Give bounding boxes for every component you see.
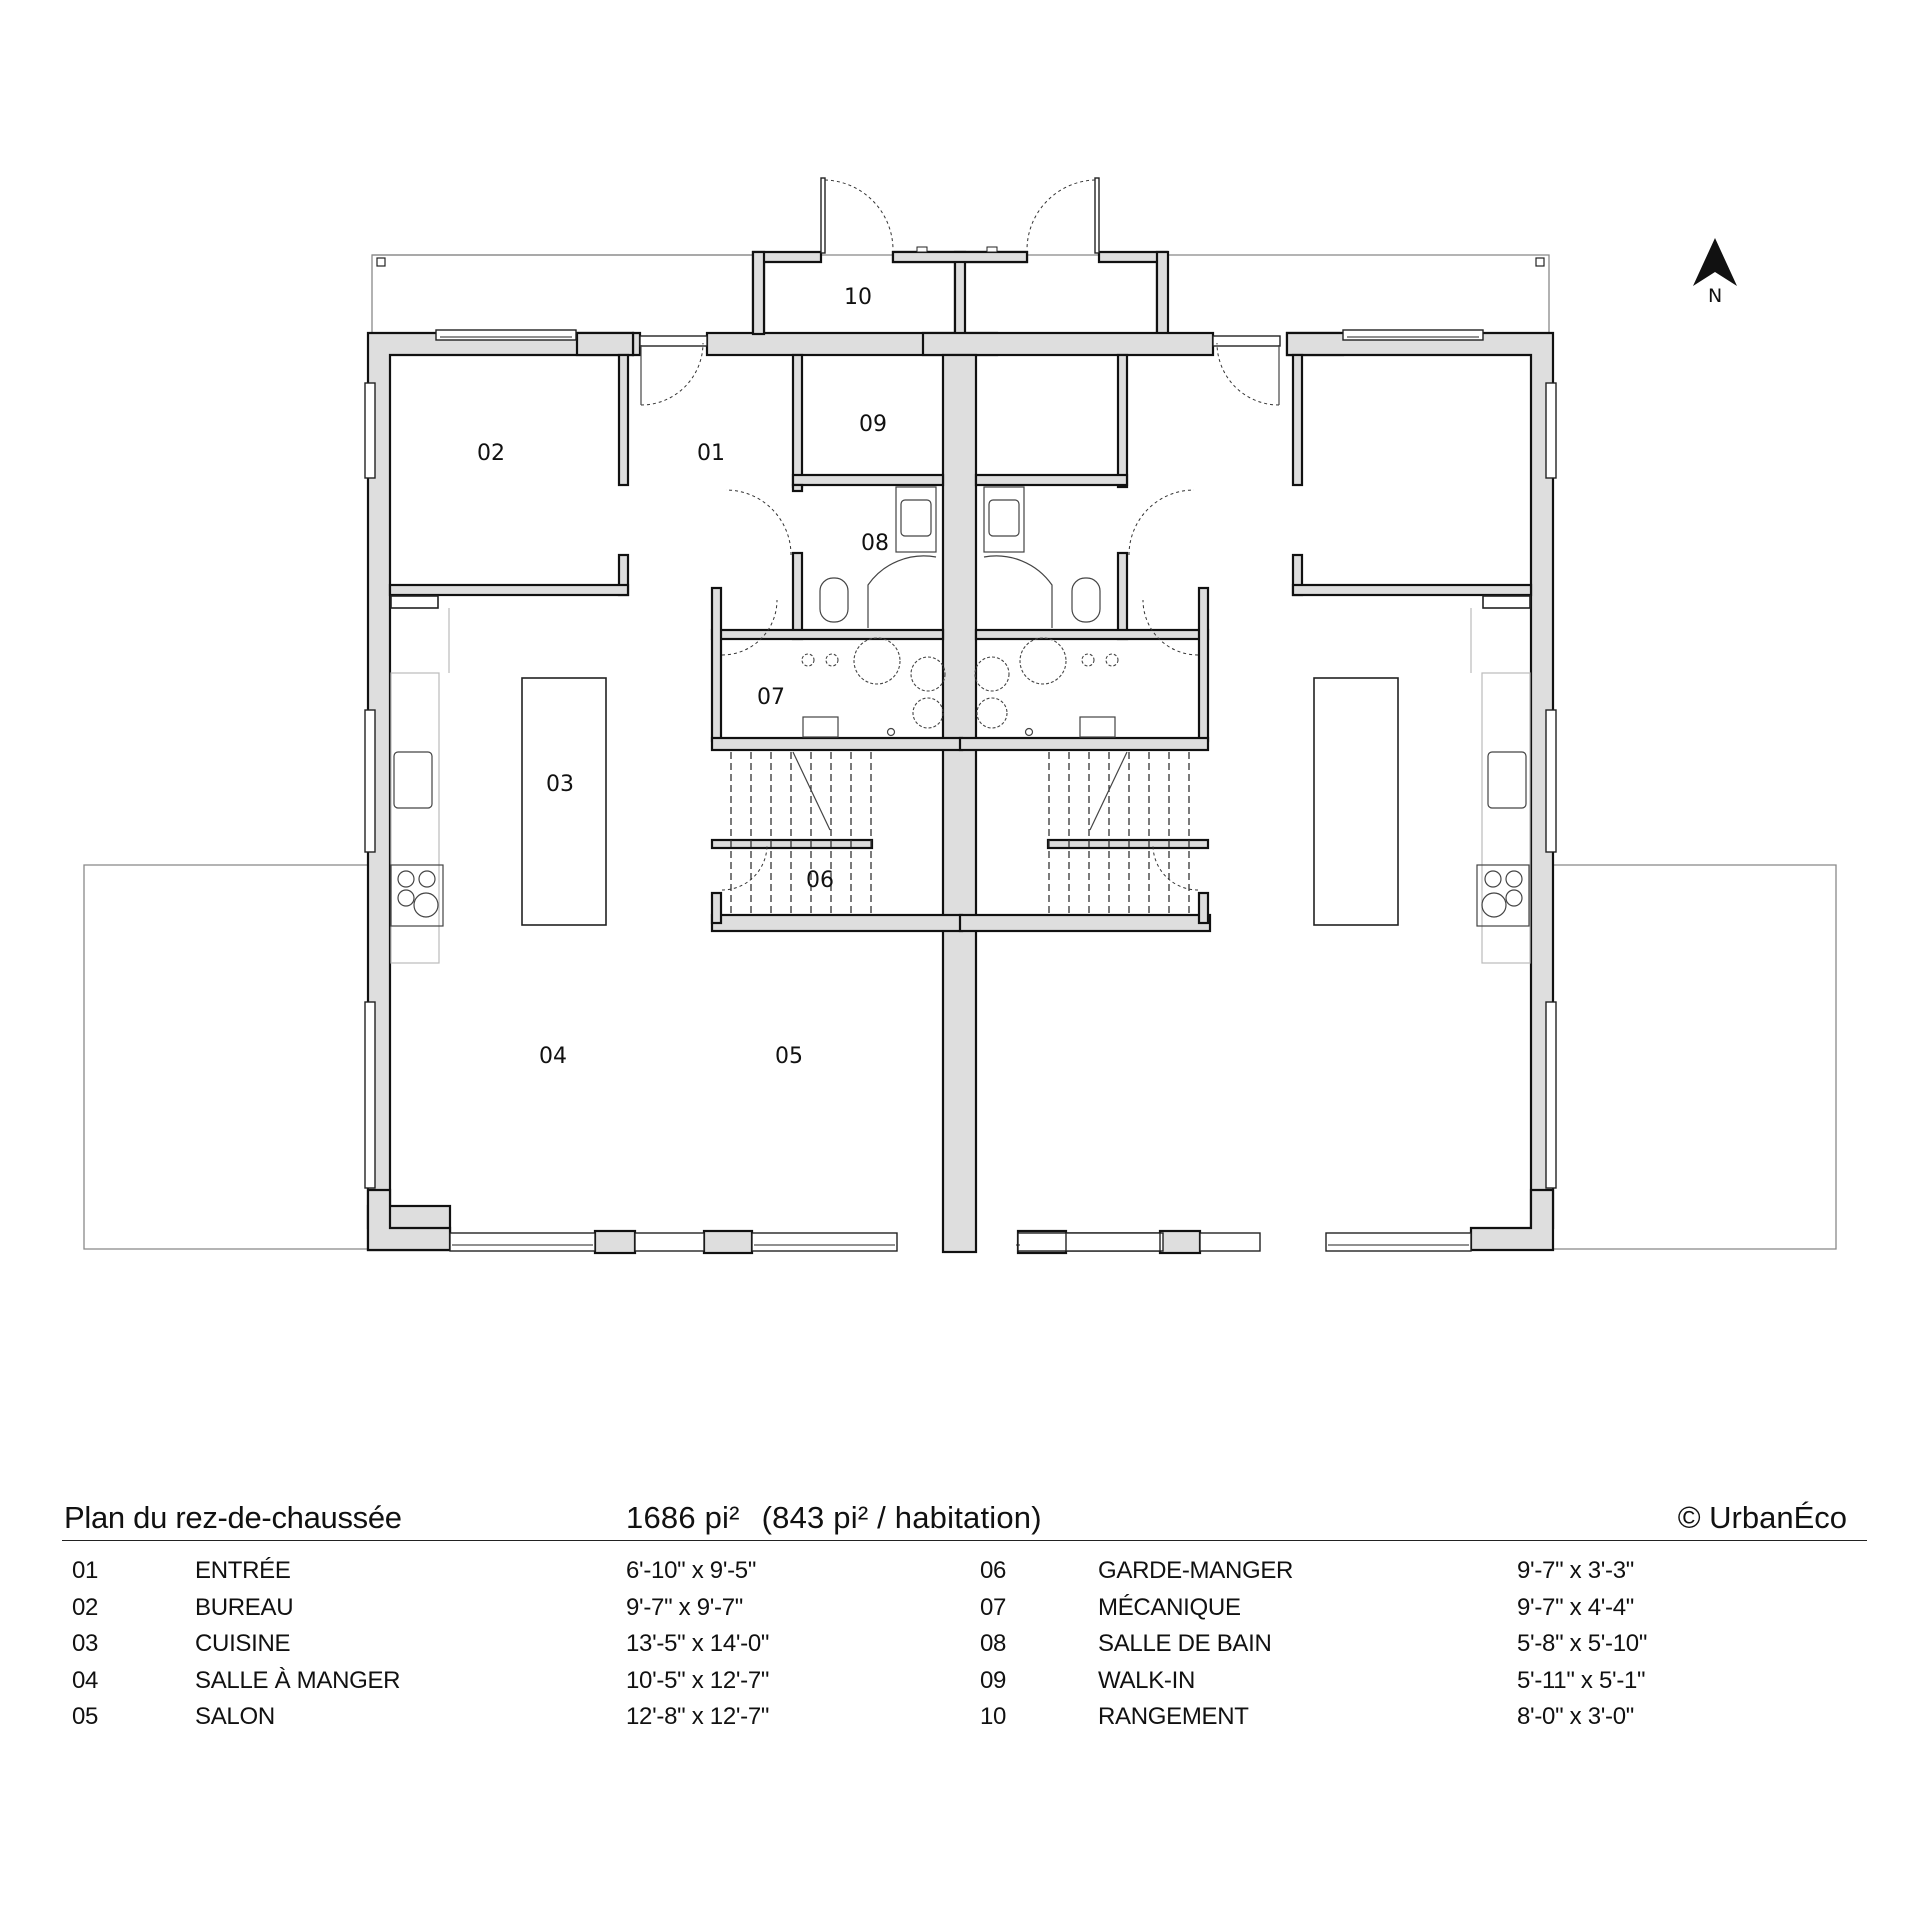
deck-right — [1553, 864, 1837, 1250]
legend-row: 01 ENTRÉE 6'-10" x 9'-5" 06 GARDE-MANGER… — [62, 1557, 1867, 1594]
room-label-06: 06 — [806, 868, 834, 893]
legend-row: 04 SALLE À MANGER 10'-5" x 12'-7" 09 WAL… — [62, 1667, 1867, 1704]
room-dimensions: 9'-7" x 4'-4" — [1517, 1593, 1635, 1621]
room-name: SALLE DE BAIN — [1098, 1630, 1272, 1657]
room-dimensions: 9'-7" x 3'-3" — [1517, 1557, 1635, 1584]
sink-right — [1487, 751, 1527, 809]
mechanical-fixtures — [801, 637, 1119, 738]
interior-walls-left — [388, 353, 964, 925]
legend: Plan du rez-de-chaussée 1686 pi² (843 pi²… — [62, 1490, 1867, 1740]
room-name: ENTRÉE — [195, 1557, 291, 1584]
deck-left — [83, 864, 368, 1250]
room-dimensions: 5'-8" x 5'-10" — [1517, 1630, 1648, 1657]
room-number: 05 — [72, 1703, 99, 1730]
room-number: 07 — [980, 1593, 1007, 1621]
corner-marker-right — [1535, 257, 1545, 267]
room-label-02: 02 — [477, 441, 505, 466]
room-name: RANGEMENT — [1098, 1703, 1249, 1730]
copyright: © UrbanÉco — [1677, 1500, 1847, 1535]
room-number: 10 — [980, 1703, 1007, 1730]
stove-left — [390, 864, 444, 927]
windows-top — [435, 329, 1484, 341]
room-name: CUISINE — [195, 1630, 291, 1657]
legend-row: 05 SALON 12'-8" x 12'-7" 10 RANGEMENT 8'… — [62, 1703, 1867, 1740]
room-label-10: 10 — [844, 285, 872, 310]
room-label-08: 08 — [861, 531, 889, 556]
legend-header: Plan du rez-de-chaussée 1686 pi² (843 pi²… — [62, 1490, 1867, 1541]
room-name: BUREAU — [195, 1593, 294, 1621]
corner-marker-left — [376, 257, 386, 267]
kitchen-island-left — [521, 677, 607, 926]
room-number: 08 — [980, 1630, 1007, 1657]
per-unit-area: (843 pi² / habitation) — [761, 1500, 1042, 1535]
room-dimensions: 6'-10" x 9'-5" — [626, 1557, 757, 1584]
windows-bottom — [449, 1232, 1472, 1252]
room-name: GARDE-MANGER — [1098, 1557, 1294, 1584]
room-dimensions: 8'-0" x 3'-0" — [1517, 1703, 1635, 1730]
room-number: 09 — [980, 1666, 1007, 1694]
room-dimensions: 9'-7" x 9'-7" — [626, 1593, 744, 1621]
kitchen-right — [1313, 595, 1531, 964]
room-label-03: 03 — [546, 772, 574, 797]
exterior-walls — [366, 250, 1555, 1255]
bathroom-fixtures — [819, 486, 1101, 628]
interior-walls-right — [958, 353, 1533, 925]
room-number: 01 — [72, 1557, 99, 1584]
north-arrow-icon — [1693, 238, 1737, 286]
entry-doors — [639, 177, 1281, 406]
room-name: SALLE À MANGER — [195, 1666, 401, 1694]
area-summary: 1686 pi² (843 pi² / habitation) — [626, 1500, 1042, 1536]
room-dimensions: 5'-11" x 5'-1" — [1517, 1666, 1646, 1694]
room-label-09: 09 — [859, 412, 887, 437]
room-dimensions: 13'-5" x 14'-0" — [626, 1630, 770, 1657]
room-dimensions: 10'-5" x 12'-7" — [626, 1666, 770, 1694]
sink-left — [393, 751, 433, 809]
room-name: SALON — [195, 1703, 275, 1730]
room-schedule: 01 ENTRÉE 6'-10" x 9'-5" 06 GARDE-MANGER… — [62, 1557, 1867, 1740]
north-arrow: N — [1693, 238, 1737, 307]
room-labels: 02 01 03 04 05 06 07 08 09 10 — [477, 285, 889, 1069]
kitchen-island-right — [1313, 677, 1399, 926]
stove-right — [1476, 864, 1530, 927]
room-number: 03 — [72, 1630, 99, 1657]
stairs-left — [730, 751, 872, 913]
north-label: N — [1708, 285, 1722, 307]
room-label-01: 01 — [697, 441, 725, 466]
room-number: 04 — [72, 1666, 99, 1694]
floor-plan: 02 01 03 04 05 06 07 08 09 10 N — [83, 177, 1837, 1255]
room-name: MÉCANIQUE — [1098, 1593, 1241, 1621]
room-number: 06 — [980, 1557, 1007, 1584]
room-label-05: 05 — [775, 1044, 803, 1069]
kitchen-left — [390, 595, 607, 964]
room-number: 02 — [72, 1593, 99, 1621]
room-name: WALK-IN — [1098, 1666, 1196, 1694]
room-dimensions: 12'-8" x 12'-7" — [626, 1703, 770, 1730]
windows-side — [364, 382, 1557, 1189]
room-label-04: 04 — [539, 1044, 567, 1069]
legend-row: 03 CUISINE 13'-5" x 14'-0" 08 SALLE DE B… — [62, 1630, 1867, 1667]
legend-row: 02 BUREAU 9'-7" x 9'-7" 07 MÉCANIQUE 9'-… — [62, 1594, 1867, 1631]
room-label-07: 07 — [757, 685, 785, 710]
total-area: 1686 pi² — [626, 1500, 740, 1535]
interior-doors — [721, 489, 1199, 891]
stairs-right — [1048, 751, 1190, 913]
plan-title: Plan du rez-de-chaussée — [64, 1500, 402, 1535]
